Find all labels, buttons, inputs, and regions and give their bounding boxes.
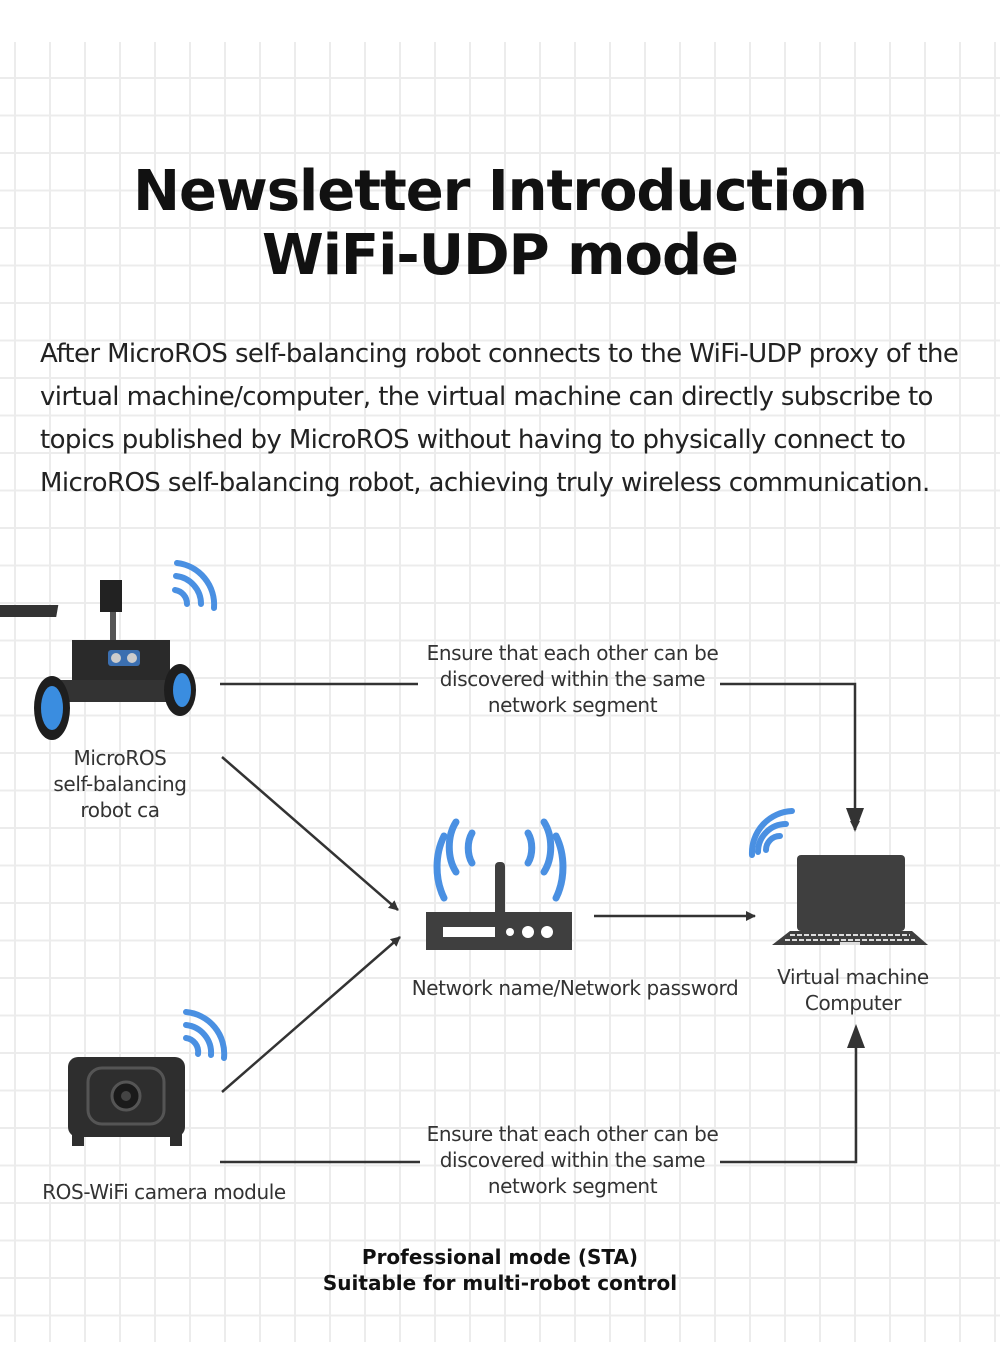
- camera-icon: [68, 1057, 185, 1146]
- title-line-2: WiFi-UDP mode: [261, 223, 739, 288]
- router-icon: [426, 862, 572, 950]
- edge-label-line: discovered within the same: [439, 667, 706, 691]
- footer-caption: Professional mode (STA) Suitable for mul…: [0, 1244, 1000, 1296]
- robot-label-line: self-balancing: [53, 772, 187, 796]
- intro-paragraph: After MicroROS self-balancing robot conn…: [40, 339, 959, 498]
- edge-label-line: Ensure that each other can be: [426, 1122, 719, 1146]
- wifi-icon-camera: [183, 1009, 228, 1061]
- robot-label-line: robot ca: [80, 798, 160, 822]
- edge-robot-router: [221, 756, 399, 911]
- footer-line-2: Suitable for multi-robot control: [322, 1271, 678, 1295]
- computer-label-line: Virtual machine: [777, 965, 929, 989]
- robot-icon: [0, 580, 196, 740]
- wifi-icon-computer: [748, 808, 795, 858]
- edge-label-top: Ensure that each other can be discovered…: [400, 640, 745, 718]
- edge-label-line: Ensure that each other can be: [426, 641, 719, 665]
- robot-label: MicroROS self-balancing robot ca: [30, 745, 210, 823]
- edge-label-line: discovered within the same: [439, 1148, 706, 1172]
- edge-camera-computer: [220, 1030, 856, 1164]
- router-label: Network name/Network password: [411, 976, 739, 1000]
- laptop-icon: [772, 855, 928, 945]
- edge-label-bottom: Ensure that each other can be discovered…: [400, 1121, 745, 1199]
- edge-robot-computer: [220, 682, 855, 830]
- title-line-1: Newsletter Introduction: [133, 159, 868, 224]
- page-title: Newsletter Introduction WiFi-UDP mode: [0, 160, 1000, 288]
- wifi-icon-router: [433, 818, 567, 902]
- computer-label-line: Computer: [804, 991, 902, 1015]
- edge-camera-router: [221, 936, 401, 1093]
- camera-label: ROS-WiFi camera module: [42, 1180, 286, 1204]
- edge-label-line: network segment: [487, 1174, 658, 1198]
- robot-label-line: MicroROS: [73, 746, 167, 770]
- edge-label-line: network segment: [487, 693, 658, 717]
- wifi-icon-robot: [172, 560, 218, 611]
- footer-line-1: Professional mode (STA): [361, 1245, 639, 1269]
- computer-label: Virtual machine Computer: [765, 964, 941, 1016]
